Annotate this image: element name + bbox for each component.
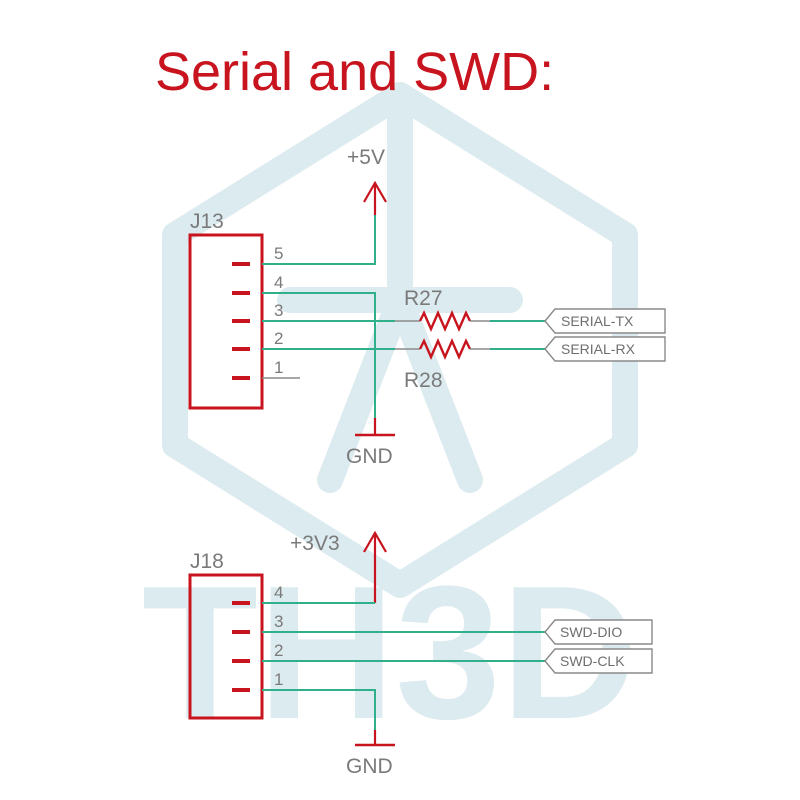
resistor-label-r28: R28	[404, 369, 443, 392]
ground-symbol-serial	[355, 418, 395, 437]
connector-body-j18	[188, 573, 264, 720]
serial-section: +5V J13 5 4 3 2 1	[188, 146, 666, 468]
j18-pin-4: 4	[274, 583, 283, 602]
power-label-5v: +5V	[347, 146, 385, 169]
connector-label-j13: J13	[190, 210, 224, 233]
j13-pin-1: 1	[274, 358, 283, 377]
net-label-serial-rx-text: SERIAL-RX	[561, 341, 636, 357]
diagram-title: Serial and SWD:	[155, 42, 554, 102]
resistor-r28	[395, 338, 490, 360]
net-label-serial-rx: SERIAL-RX	[544, 336, 666, 362]
ground-symbol-swd	[355, 730, 395, 747]
net-label-swd-clk-text: SWD-CLK	[560, 653, 625, 669]
j18-pin-3: 3	[274, 612, 283, 631]
swd-section: +3V3 J18 4 3 2 1 SWD-DIO	[188, 530, 653, 778]
net-label-swd-clk: SWD-CLK	[544, 648, 653, 674]
watermark-logo: TH3D	[142, 82, 638, 759]
power-symbol-3v3: +3V3	[290, 530, 387, 603]
j18-pin-2: 2	[274, 641, 283, 660]
net-label-serial-tx: SERIAL-TX	[544, 308, 666, 334]
swd-wires	[262, 602, 545, 730]
j13-pin-4: 4	[274, 273, 283, 292]
j18-pin-1: 1	[274, 670, 283, 689]
resistor-label-r27: R27	[404, 287, 443, 310]
ground-label-swd: GND	[346, 755, 393, 778]
power-symbol-5v: +5V	[347, 146, 387, 215]
j13-pin-2: 2	[274, 329, 283, 348]
net-label-swd-dio-text: SWD-DIO	[560, 624, 622, 640]
ground-label-serial: GND	[346, 445, 393, 468]
serial-wires	[262, 215, 545, 418]
j13-pin-3: 3	[274, 301, 283, 320]
j13-pin-5: 5	[274, 244, 283, 263]
net-label-swd-dio: SWD-DIO	[544, 619, 653, 645]
connector-label-j18: J18	[190, 550, 224, 573]
connector-body-j13	[188, 233, 264, 410]
power-label-3v3: +3V3	[290, 532, 340, 555]
resistor-r27	[395, 310, 490, 332]
net-label-serial-tx-text: SERIAL-TX	[561, 313, 634, 329]
